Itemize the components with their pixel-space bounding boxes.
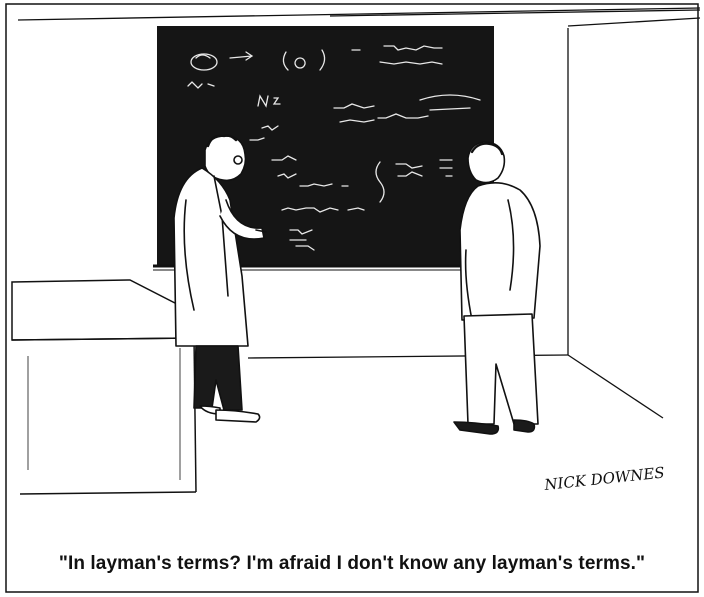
artist-signature: NICK DOWNES (543, 463, 666, 494)
layman-figure (453, 141, 541, 435)
signature-text: NICK DOWNES (543, 463, 666, 494)
panel-border (5, 3, 699, 593)
chalk-equations (187, 45, 481, 251)
scientist-figure (173, 134, 267, 423)
room-lines (17, 7, 701, 419)
cartoon-caption: "In layman's terms? I'm afraid I don't k… (58, 553, 646, 574)
